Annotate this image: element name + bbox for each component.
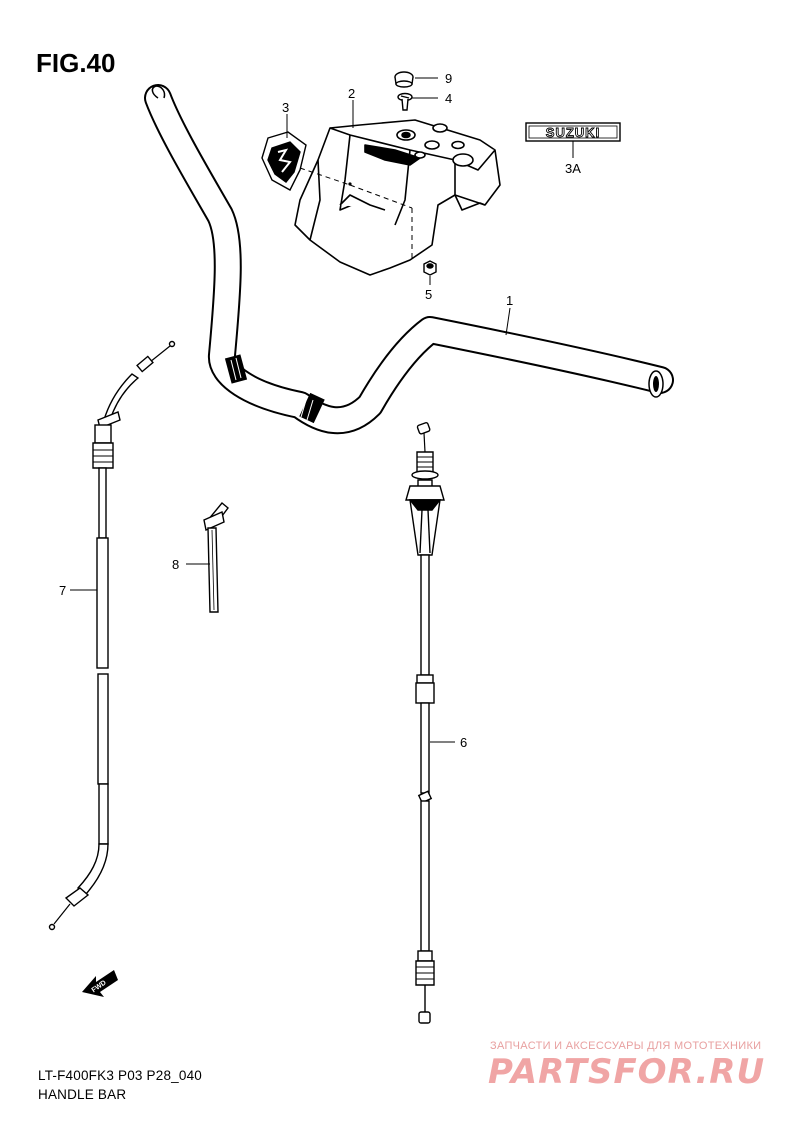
handle-bar-part[interactable]	[144, 84, 674, 435]
assembly-guide-lines	[299, 167, 413, 262]
throttle-cable-part[interactable]	[405, 422, 445, 1024]
watermark-logo: PARTSFOR.RU	[488, 1052, 766, 1092]
callout-4: 4	[445, 91, 452, 106]
callout-1: 1	[506, 293, 513, 308]
cable-clamp-part[interactable]	[203, 502, 229, 613]
callout-5: 5	[425, 287, 432, 302]
callout-6: 6	[460, 735, 467, 750]
emblem-part[interactable]	[261, 131, 307, 191]
model-code: LT-F400FK3 P03 P28_040	[38, 1068, 203, 1083]
diagram-name: HANDLE BAR	[38, 1087, 127, 1102]
brake-cable-part[interactable]	[48, 340, 176, 931]
nut-part[interactable]	[423, 260, 437, 276]
callout-9: 9	[445, 71, 452, 86]
watermark-caption: ЗАПЧАСТИ И АКСЕССУАРЫ ДЛЯ МОТОТЕХНИКИ	[490, 1040, 762, 1052]
emblem-text: SUZUKI	[546, 125, 600, 140]
callout-3a: 3A	[565, 161, 581, 176]
suzuki-emblem-part[interactable]: SUZUKI	[525, 122, 621, 142]
forward-direction-arrow: FWD	[82, 970, 118, 997]
callout-8: 8	[172, 557, 179, 572]
callout-2: 2	[348, 86, 355, 101]
plug-part[interactable]	[394, 71, 414, 88]
callout-7: 7	[59, 583, 66, 598]
callout-3: 3	[282, 100, 289, 115]
callout-leader-lines	[70, 77, 574, 743]
figure-title: FIG.40	[36, 48, 116, 78]
handlebar-cover-part[interactable]	[294, 119, 501, 276]
screw-part[interactable]	[397, 92, 413, 111]
